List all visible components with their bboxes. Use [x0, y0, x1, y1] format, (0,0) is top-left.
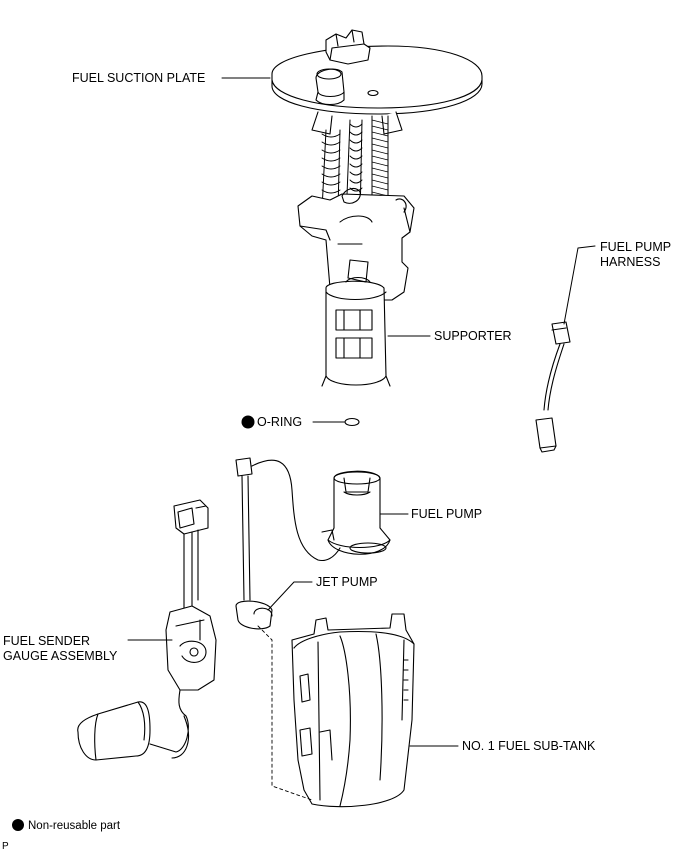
fuel-sender-gauge-part: [77, 499, 217, 761]
o-ring-part: [344, 417, 360, 427]
label-fuel-sender-line1: FUEL SENDER: [3, 634, 91, 648]
legend-dot: [12, 819, 24, 831]
jet-pump-alignment-line: [257, 625, 313, 801]
o-ring-nonreusable-dot: [241, 415, 255, 429]
label-o-ring: O-RING: [257, 415, 303, 429]
label-jet-pump: JET PUMP: [316, 575, 378, 589]
label-supporter: SUPPORTER: [434, 329, 512, 343]
legend-text: Non-reusable part: [28, 820, 121, 832]
label-fuel-pump-harness-line1: FUEL PUMP: [600, 240, 672, 254]
fuel-pump-part: [321, 470, 391, 555]
label-fuel-suction-plate: FUEL SUCTION PLATE: [72, 71, 206, 85]
label-fuel-sub-tank: NO. 1 FUEL SUB-TANK: [462, 739, 596, 753]
label-fuel-pump: FUEL PUMP: [411, 507, 483, 521]
supporter-part: [297, 187, 415, 387]
label-fuel-sender-line2: GAUGE ASSEMBLY: [3, 649, 118, 663]
legend: Non-reusable part: [12, 819, 120, 832]
jet-pump-part: [235, 457, 341, 630]
fuel-sub-tank-part: [291, 613, 415, 808]
corner-mark: P: [2, 841, 9, 852]
leader-jet-pump: [267, 581, 313, 611]
label-fuel-sender-gauge-assembly: FUEL SENDER GAUGE ASSEMBLY: [3, 634, 117, 664]
fuel-suction-plate-part: [271, 29, 483, 115]
label-fuel-pump-harness-line2: HARNESS: [600, 255, 661, 269]
label-fuel-pump-harness: FUEL PUMP HARNESS: [600, 240, 671, 270]
leader-fuel-pump-harness: [563, 245, 596, 325]
fuel-pump-harness-part: [535, 321, 571, 453]
leader-lines: [127, 77, 596, 747]
